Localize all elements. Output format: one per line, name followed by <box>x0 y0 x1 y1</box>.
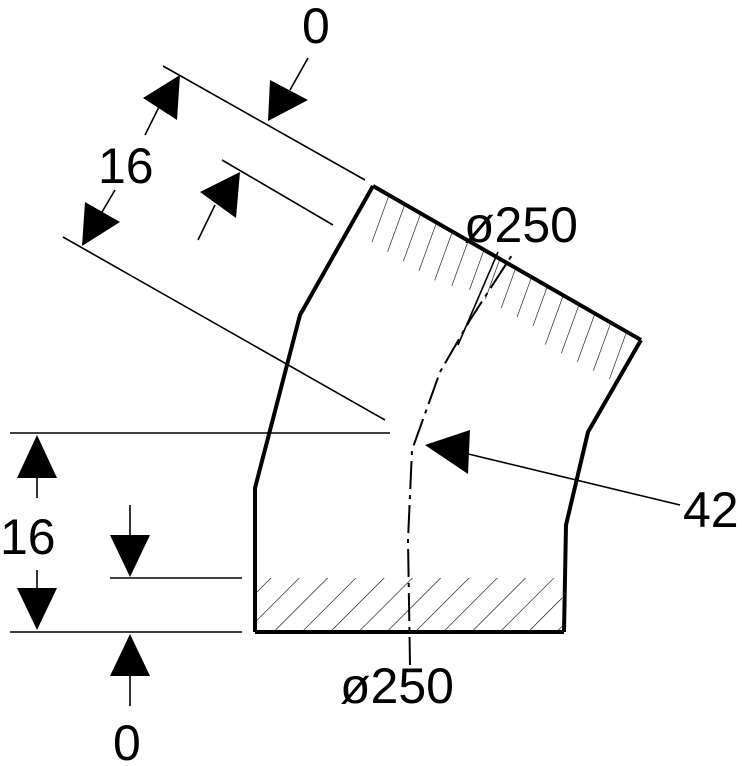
left-outline <box>253 185 375 632</box>
angle-label: 42 <box>683 482 739 538</box>
top-length-label: 16 <box>98 138 154 194</box>
top-hatch-area <box>360 186 641 385</box>
top-diameter-label: ø250 <box>464 197 578 253</box>
angle-leader <box>425 430 681 506</box>
fitting-outline <box>253 184 643 634</box>
extension-lines <box>10 65 390 633</box>
center-line <box>406 254 513 666</box>
bottom-diameter-label: ø250 <box>340 658 454 714</box>
top-diameter-leader <box>457 251 499 346</box>
top-length-arrows <box>82 75 180 246</box>
bottom-offset-arrows <box>110 505 150 706</box>
right-outline <box>562 339 643 633</box>
top-end-edge <box>372 184 642 342</box>
bottom-length-label: 16 <box>0 509 56 565</box>
bottom-offset-label: 0 <box>113 715 141 766</box>
top-offset-label: 0 <box>302 0 330 54</box>
top-offset-arrow <box>268 57 309 121</box>
inner-wall-arrow <box>197 172 240 241</box>
bottom-length-arrows <box>17 435 57 630</box>
